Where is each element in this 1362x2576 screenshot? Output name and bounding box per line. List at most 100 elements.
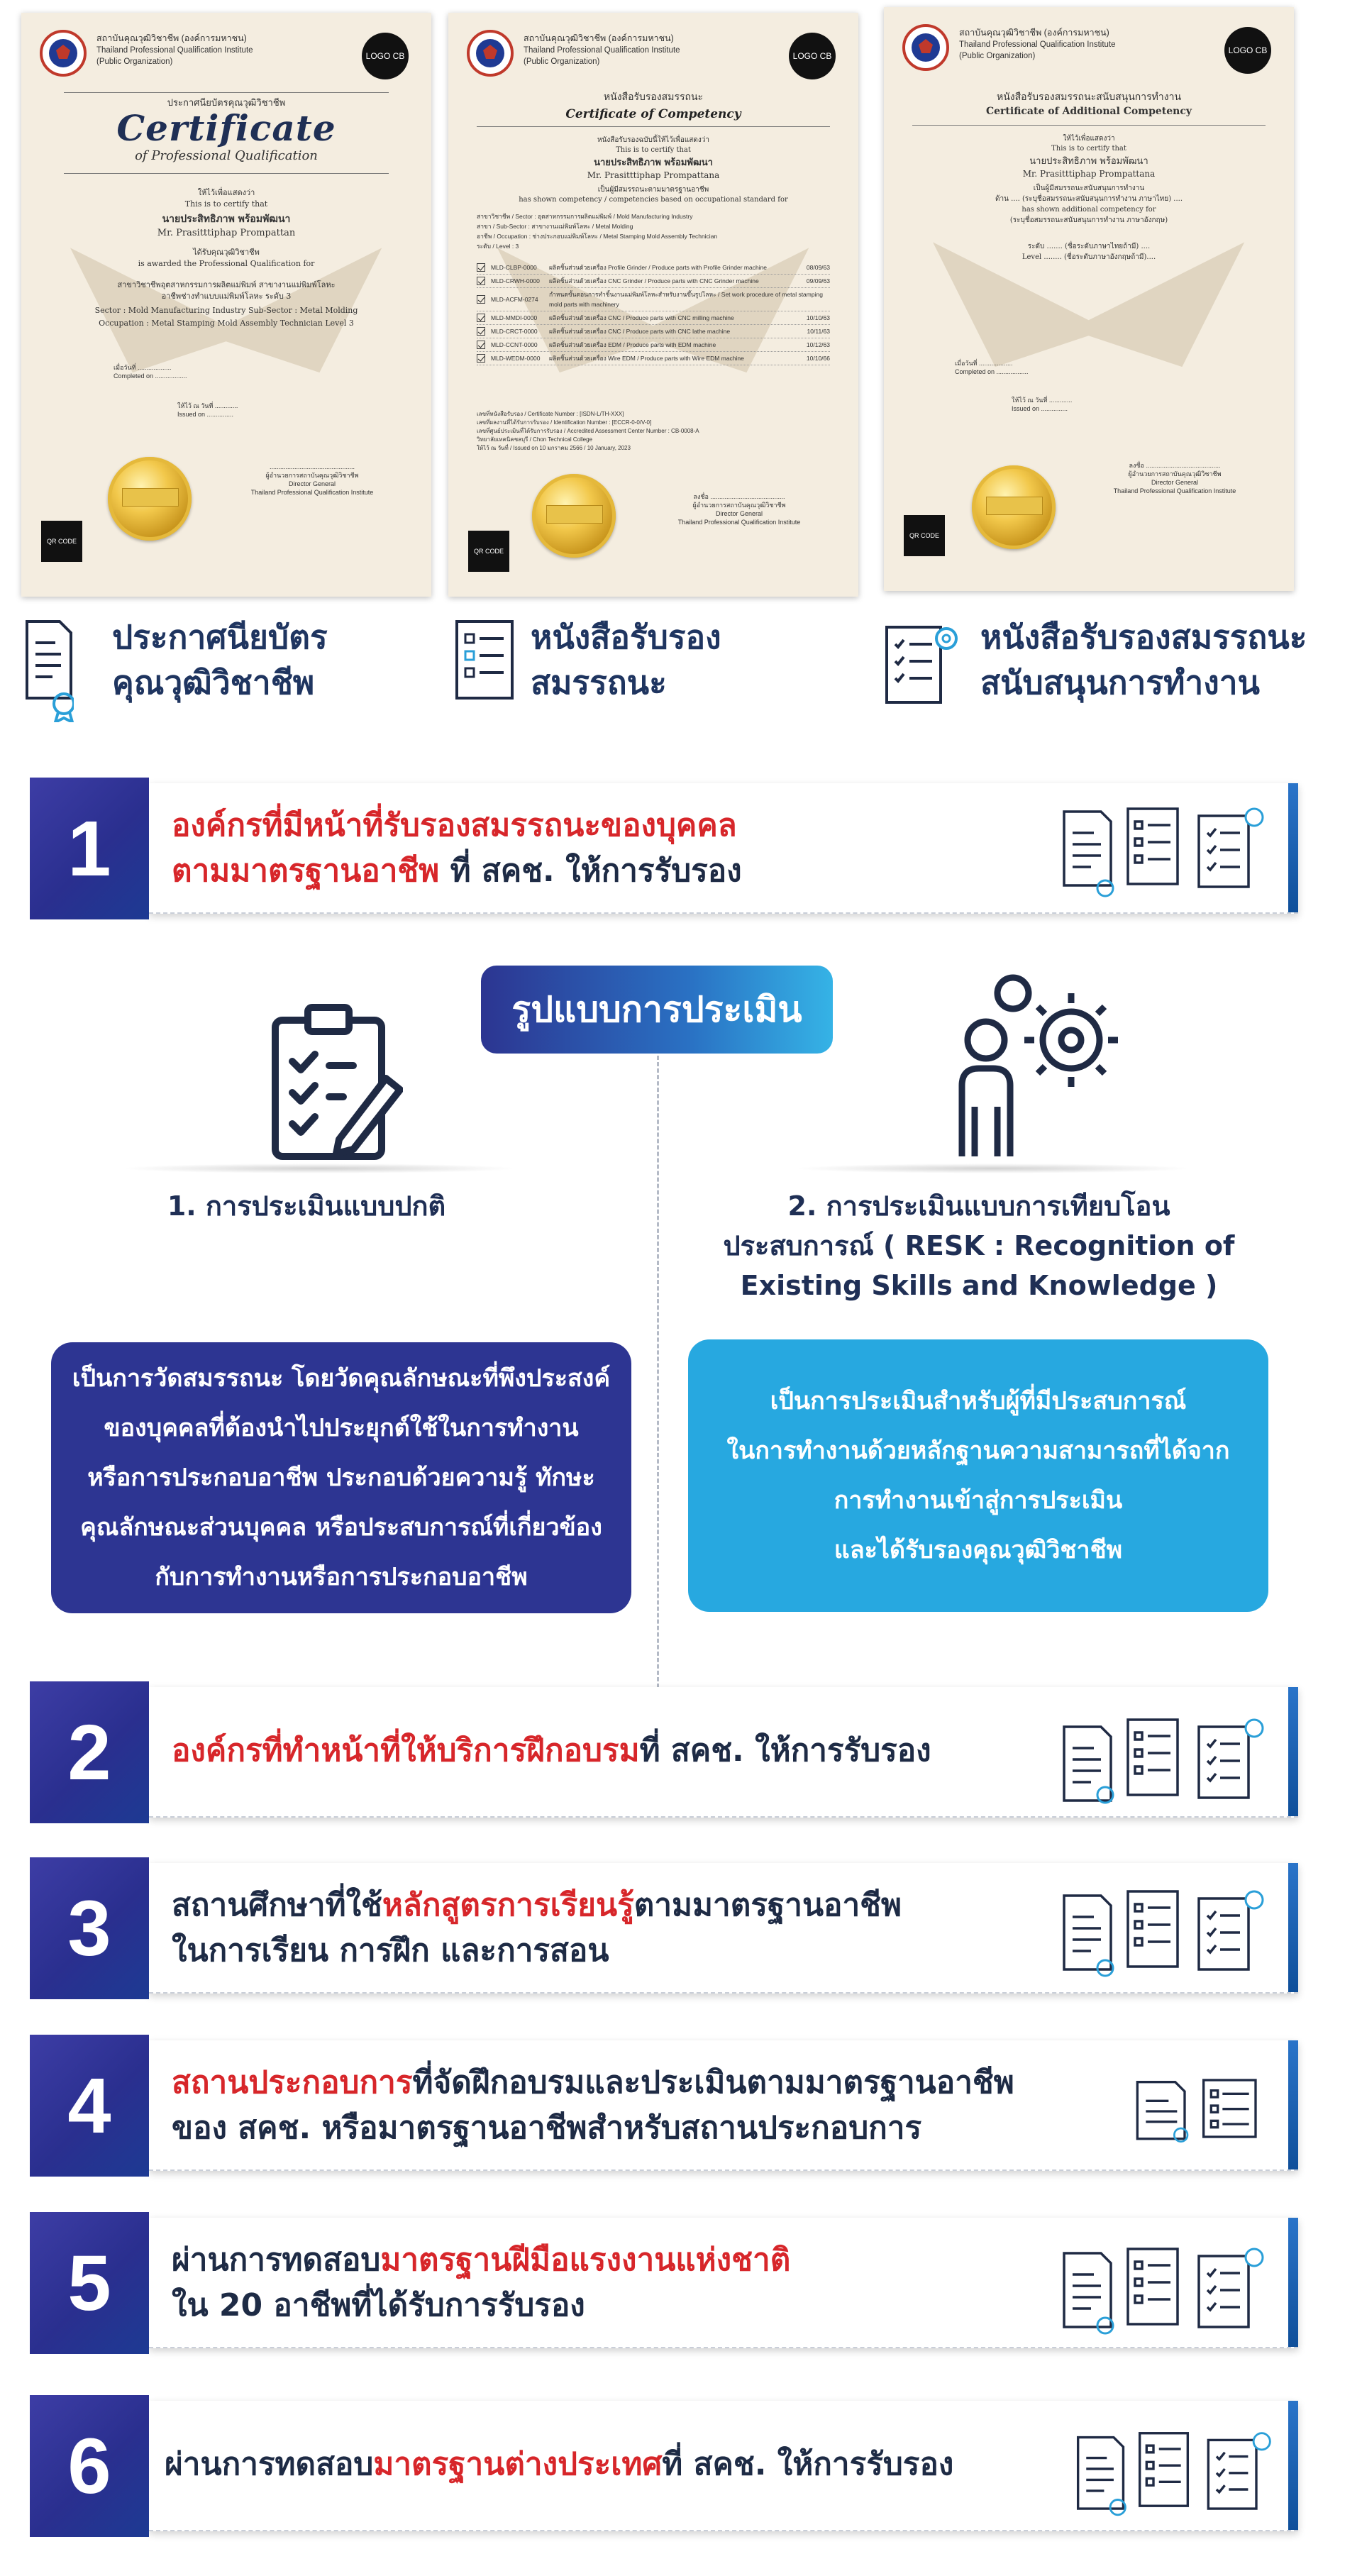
caption-additional-competency: หนังสือรับรองสมรรถนะสนับสนุนการทำงาน (980, 618, 1307, 702)
caption-competency: หนังสือรับรองสมรรถนะ (531, 618, 721, 702)
item-3: 3 สถานศึกษาที่ใช้หลักสูตรการเรียนรู้ตามม… (30, 1857, 1298, 1999)
issuer-org: สถาบันคุณวุฒิวิชาชีพ (องค์การมหาชน)Thail… (524, 33, 680, 66)
watermark-figure (497, 248, 809, 373)
gold-seal (532, 474, 616, 558)
holder-name-en: Mr. Prasitttiphap Prompattan (157, 228, 296, 238)
shown-th: เป็นผู้มีสมรรถนะตามมาตรฐานอาชีพ (597, 186, 709, 194)
normal-assessment-title: 1. การประเมินแบบปกติ (167, 1190, 446, 1222)
title-th: หนังสือรับรองสมรรถนะ (603, 92, 704, 103)
item-2: 2 องค์กรที่ทำหน้าที่ให้บริการฝึกอบรมที่ … (30, 1681, 1298, 1823)
item-5: 5 ผ่านการทดสอบมาตรฐานฝีมือแรงงานแห่งชาติ… (30, 2212, 1298, 2354)
level-th: ระดับ ....... (ชื่อระดับภาษาไทยถ้ามี) ..… (1027, 243, 1151, 250)
gold-seal (108, 457, 192, 541)
certify-th: ให้ไว้เพื่อแสดงว่า (1063, 135, 1115, 143)
title-big: Certificate (116, 107, 336, 149)
clipboard-pen-icon (272, 1004, 403, 1160)
qr-code: QR CODE (468, 531, 509, 572)
item-number: 3 (30, 1857, 149, 1999)
certify-th: ให้ไว้เพื่อแสดงว่า (197, 188, 255, 197)
checklist-document-icon (455, 620, 514, 700)
divider-line (657, 1056, 659, 1694)
holder-name-en: Mr. Prasitttiphap Prompattana (1022, 169, 1156, 179)
item-panel (149, 1863, 1298, 1994)
assessment-title: รูปแบบการประเมิน (481, 966, 833, 1054)
completed-on: เมื่อวันที่ ...................Completed… (114, 364, 187, 380)
title-en: Certificate of Additional Competency (986, 106, 1192, 117)
holder-name-th: นายประสิทธิภาพ พร้อมพัฒนา (162, 214, 291, 225)
certificate-document-icon (26, 620, 74, 722)
holder-name-th: นายประสิทธิภาพ พร้อมพัฒนา (594, 157, 713, 168)
shown-en: has shown competency / competencies base… (519, 196, 788, 204)
tpqi-logo-icon (40, 30, 87, 77)
qr-code: QR CODE (41, 521, 82, 562)
issuer-org: สถาบันคุณวุฒิวิชาชีพ (องค์การมหาชน)Thail… (96, 33, 253, 66)
cb-logo: LOGO CB (362, 33, 409, 79)
standard-fields: สาขาวิชาชีพ / Sector : อุตสาหกรรมการผลิต… (477, 213, 718, 250)
item-text: สถานศึกษาที่ใช้หลักสูตรการเรียนรู้ตามมาต… (172, 1887, 902, 1969)
shown-en: has shown additional competency for (1022, 206, 1156, 214)
title-sub: of Professional Qualification (135, 148, 318, 163)
document-icons (1136, 2079, 1257, 2143)
qr-code: QR CODE (904, 515, 945, 556)
issued-on: ให้ไว้ ณ วันที่ .............Issued on .… (1012, 397, 1073, 412)
item-panel (149, 2040, 1298, 2171)
item-panel (149, 1687, 1298, 1818)
item-panel (149, 783, 1298, 914)
level-en: Level ........ (ชื่อระดับภาษาอังกฤษถ้ามี… (1022, 253, 1156, 261)
title-th: หนังสือรับรองสมรรถนะสนับสนุนการทำงาน (996, 92, 1182, 103)
award-th: ได้รับคุณวุฒิวิชาชีพ (193, 248, 260, 257)
detail-th2: อาชีพช่างทำแบบแม่พิมพ์โลหะ ระดับ 3 (161, 292, 292, 301)
item-number: 6 (30, 2395, 149, 2537)
title-en: Certificate of Competency (565, 107, 741, 121)
issued-on: ให้ไว้ ณ วันที่ .............Issued on .… (177, 402, 238, 418)
document-icons (1063, 1890, 1264, 1977)
item-text: องค์กรที่ทำหน้าที่ให้บริการฝึกอบรมที่ สค… (172, 1732, 931, 1769)
completed-on: เมื่อวันที่ ...................Completed… (955, 360, 1029, 375)
item-text: องค์กรที่มีหน้าที่รับรองสมรรถนะของบุคคล … (172, 807, 742, 889)
detail-th: สาขาวิชาชีพอุตสาหกรรมการผลิตแม่พิมพ์ สาข… (117, 280, 336, 289)
caption-qualification: ประกาศนียบัตรคุณวุฒิวิชาชีพ (112, 618, 328, 702)
item-text: ผ่านการทดสอบมาตรฐานฝีมือแรงงานแห่งชาติ ใ… (172, 2242, 791, 2323)
watermark-figure (70, 248, 382, 373)
shown-line: ด้าน .... (ระบุชื่อสมรรถนะสนับสนุนการทำง… (995, 195, 1183, 203)
shown-en2: (ระบุชื่อสมรรถนะสนับสนุนการทำงาน ภาษาอัง… (1009, 216, 1168, 224)
document-icons (1063, 1718, 1264, 1804)
document-icons (1076, 2432, 1271, 2516)
item-6: 6 ผ่านการทดสอบมาตรฐานต่างประเทศที่ สคช. … (30, 2395, 1298, 2537)
sector-line: Sector : Mold Manufacturing Industry Sub… (94, 306, 358, 315)
resk-assessment-desc: เป็นการประเมินสำหรับผู้ที่มีประสบการณ์ใน… (688, 1339, 1268, 1612)
certificate-footer: เลขที่หนังสือรับรอง / Certificate Number… (477, 411, 699, 451)
certify-en: This is to certify that (184, 199, 268, 209)
certify-th: หนังสือรับรองฉบับนี้ให้ไว้เพื่อแสดงว่า (597, 136, 710, 144)
watermark-figure (933, 242, 1245, 367)
signature-block: ลงชื่อ .................................… (1113, 462, 1236, 494)
tpqi-logo-icon (467, 30, 514, 77)
document-icons (1063, 2248, 1264, 2335)
signature-block: ........................................… (250, 463, 374, 496)
signature-block: ลงชื่อ .................................… (677, 493, 801, 526)
item-4: 4 สถานประกอบการที่จัดฝึกอบรมและประเมินตา… (30, 2035, 1298, 2177)
certificate-additional-competency: สถาบันคุณวุฒิวิชาชีพ (องค์การมหาชน)Thail… (884, 7, 1294, 591)
item-1: 1 องค์กรที่มีหน้าที่รับรองสมรรถนะของบุคค… (30, 778, 1298, 919)
issuer-org: สถาบันคุณวุฒิวิชาชีพ (องค์การมหาชน)Thail… (959, 28, 1116, 60)
certificate-professional-qualification: สถาบันคุณวุฒิวิชาชีพ (องค์การมหาชน)Thail… (21, 13, 431, 597)
checklist-gear-document-icon (885, 626, 958, 704)
shown-th: เป็นผู้มีสมรรถนะสนับสนุนการทำงาน (1033, 184, 1145, 192)
title-th: ประกาศนียบัตรคุณวุฒิวิชาชีพ (167, 98, 286, 109)
holder-name-en: Mr. Prasitttiphap Prompattana (587, 170, 720, 180)
gold-seal (972, 465, 1056, 549)
cb-logo: LOGO CB (1224, 27, 1271, 74)
certify-en: This is to certify that (1051, 145, 1126, 153)
certificate-of-competency: สถาบันคุณวุฒิวิชาชีพ (องค์การมหาชน)Thail… (448, 13, 858, 597)
certify-en: This is to certify that (616, 146, 691, 154)
cb-logo: LOGO CB (789, 33, 836, 79)
tpqi-logo-icon (902, 24, 949, 71)
